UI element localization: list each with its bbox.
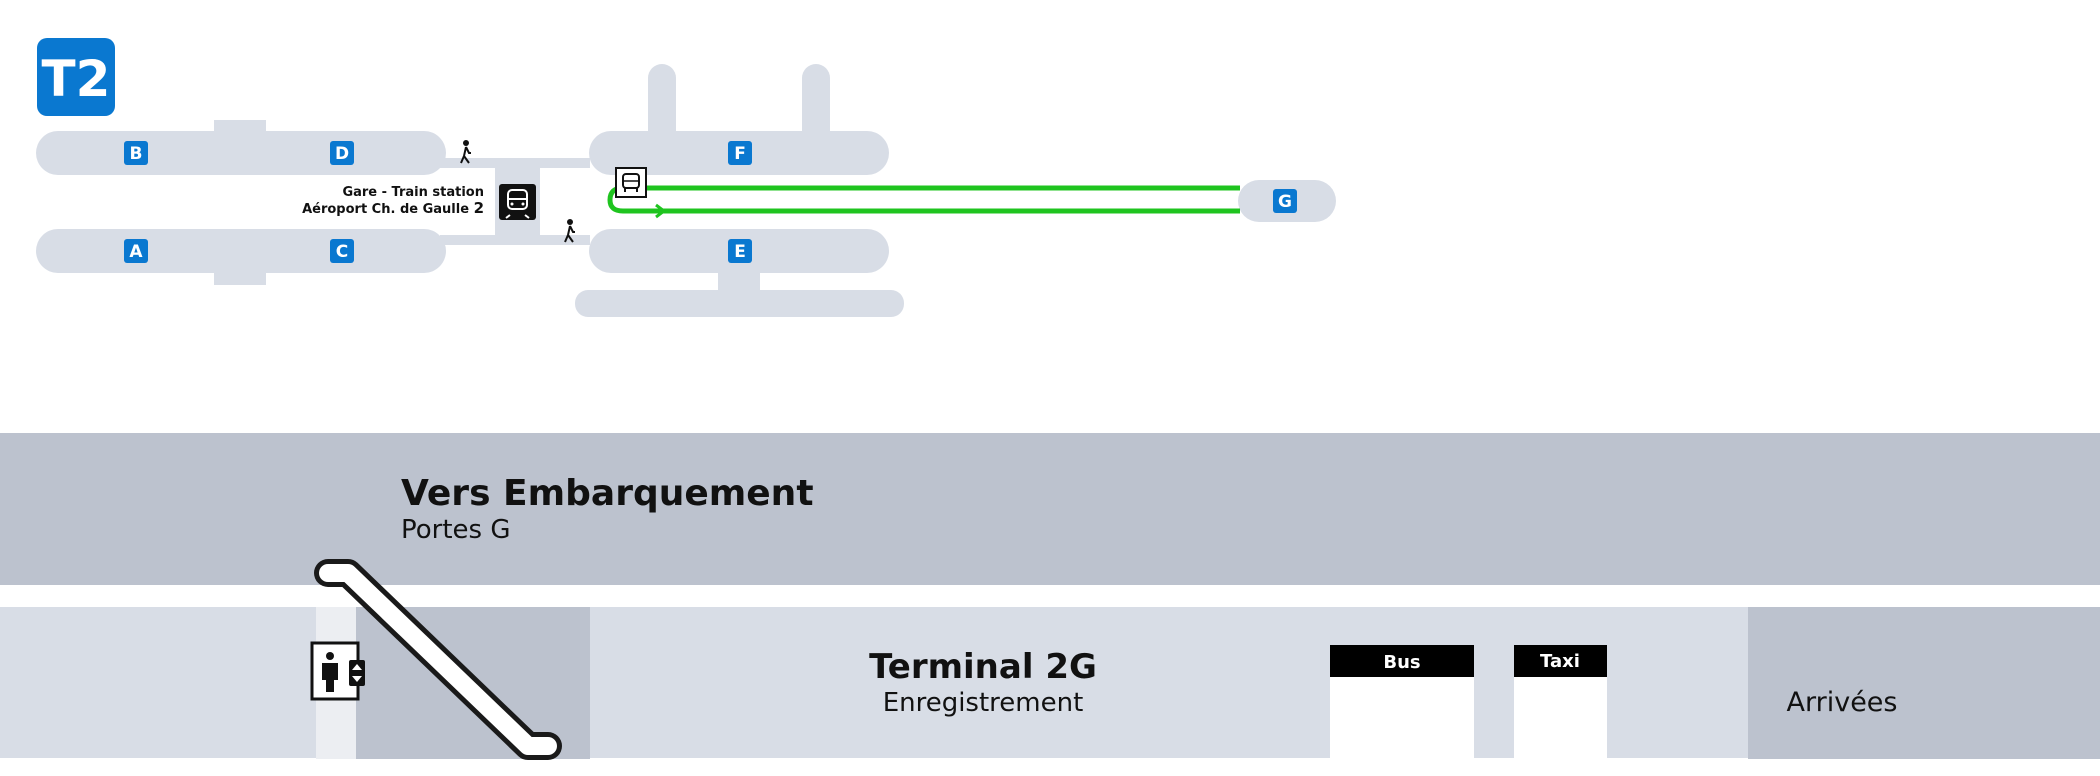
taxi-stand[interactable]: Taxi xyxy=(1514,645,1607,759)
arrivals-label: Arrivées xyxy=(1787,687,1898,718)
svg-text:B: B xyxy=(130,144,143,164)
train-station[interactable]: Gare - Train station Aéroport Ch. de Gau… xyxy=(302,184,536,220)
hall-bd xyxy=(36,131,446,175)
svg-text:A: A xyxy=(129,242,143,262)
svg-text:G: G xyxy=(1278,192,1292,212)
shuttle-line xyxy=(607,185,1240,214)
gate-a[interactable]: A xyxy=(124,239,148,263)
terminal-badge-bg xyxy=(37,38,115,116)
gate-f[interactable]: F xyxy=(728,141,752,165)
hall-e-lower xyxy=(575,290,904,317)
terminal-badge-label: T2 xyxy=(42,50,111,108)
walking-person-icon xyxy=(460,140,471,164)
gate-c[interactable]: C xyxy=(330,239,354,263)
escalator-icon xyxy=(314,559,562,760)
svg-text:D: D xyxy=(335,144,349,164)
gate-e[interactable]: E xyxy=(728,239,752,263)
gate-b[interactable]: B xyxy=(124,141,148,165)
terminal-badge: T2 xyxy=(37,38,115,116)
upper-level-title: Vers Embarquement xyxy=(401,473,814,514)
gate-badges: B D A C F E G xyxy=(124,141,1297,263)
station-line-1: Gare - Train station xyxy=(342,185,484,200)
ac-bump xyxy=(214,265,266,285)
elevator-icon[interactable] xyxy=(310,641,365,701)
bus-label: Bus xyxy=(1383,652,1420,673)
svg-text:C: C xyxy=(336,242,348,262)
gate-d[interactable]: D xyxy=(330,141,354,165)
shuttle-direction-arrow xyxy=(655,203,667,219)
corridor-top xyxy=(440,158,590,168)
terminal-name: Terminal 2G xyxy=(869,647,1097,687)
e-connector xyxy=(718,268,760,294)
train-icon xyxy=(499,184,536,220)
station-line-2: Aéroport Ch. de Gaulle 2 xyxy=(302,199,484,217)
corridor-bottom xyxy=(440,235,590,245)
walking-person-icon xyxy=(564,219,575,243)
arrivals-zone xyxy=(1748,607,2100,759)
taxi-label: Taxi xyxy=(1540,651,1580,672)
upper-level-band xyxy=(0,433,2100,585)
shuttle-bus-icon[interactable] xyxy=(615,167,647,198)
terminal-subtitle: Enregistrement xyxy=(883,688,1084,718)
svg-text:E: E xyxy=(734,242,746,262)
gate-g[interactable]: G xyxy=(1273,189,1297,213)
bus-stop[interactable]: Bus xyxy=(1330,645,1474,759)
upper-level-subtitle: Portes G xyxy=(401,515,511,545)
svg-text:F: F xyxy=(734,144,746,164)
